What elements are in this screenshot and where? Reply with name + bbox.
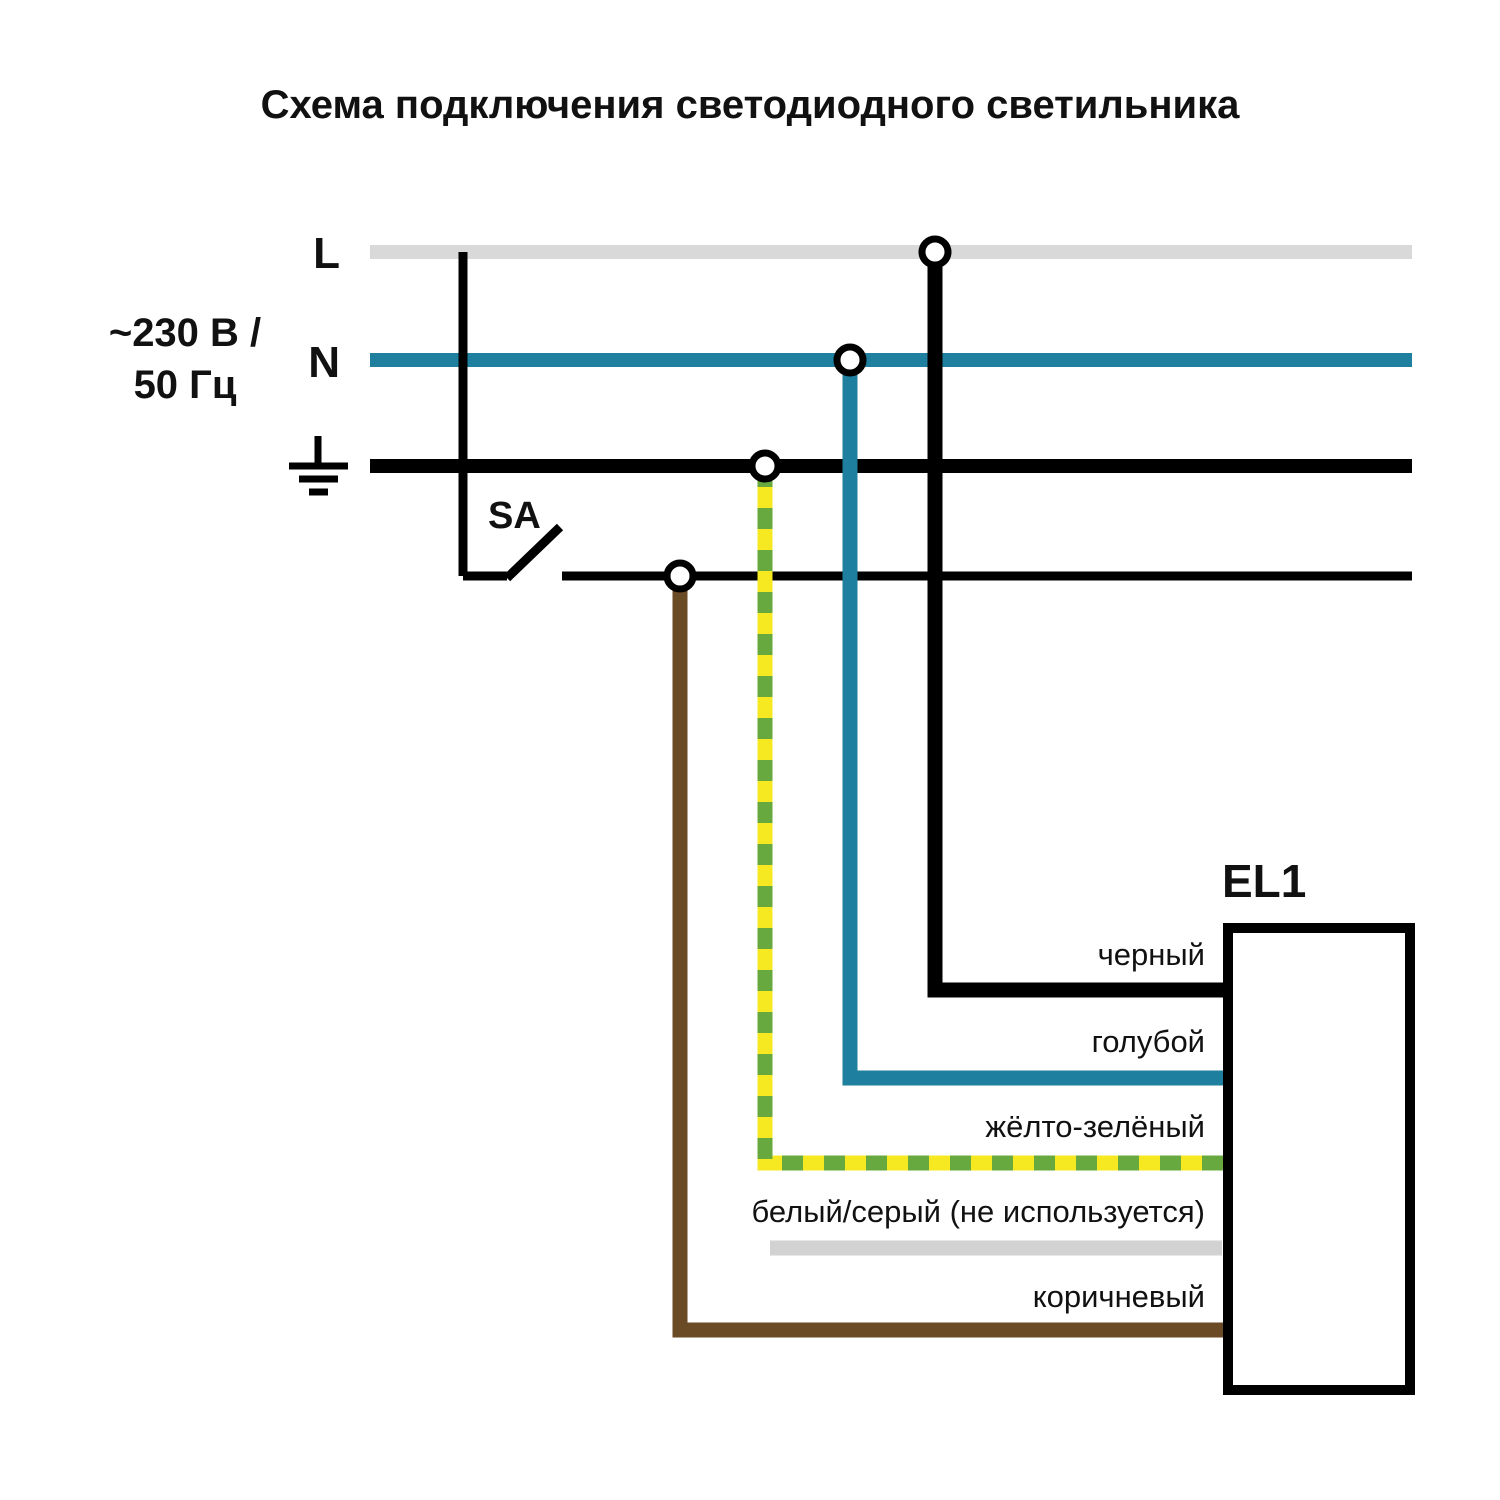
blue-wire: [842, 360, 1230, 1086]
label-wire-yellow-green: жёлто-зелёный: [985, 1109, 1205, 1144]
label-voltage-line1: ~230 В /: [109, 311, 261, 355]
label-switch-SA: SA: [488, 495, 541, 537]
yellow-green-wire-base: [757, 466, 1230, 1171]
switch-blade: [503, 523, 564, 582]
junction-dot-switched: [663, 559, 697, 593]
brown-wire: [672, 576, 1230, 1338]
junction-dot-L: [918, 235, 952, 269]
junction-dot-PE: [748, 449, 782, 483]
el1-luminaire-box: [1223, 923, 1415, 1395]
label-wire-blue: голубой: [1092, 1024, 1205, 1059]
diagram-title: Схема подключения светодиодного светильн…: [261, 83, 1240, 127]
label-voltage-line2: 50 Гц: [134, 363, 237, 407]
junction-dot-N: [833, 343, 867, 377]
ground-icon: [289, 436, 348, 496]
label-wire-black: черный: [1098, 937, 1205, 972]
label-wire-brown: коричневый: [1033, 1279, 1205, 1314]
label-el1: EL1: [1222, 855, 1306, 907]
label-wire-white-gray: белый/серый (не используется): [752, 1194, 1206, 1229]
black-wire: [927, 252, 1230, 998]
label-neutral-N: N: [308, 338, 340, 387]
label-line-L: L: [313, 229, 340, 278]
